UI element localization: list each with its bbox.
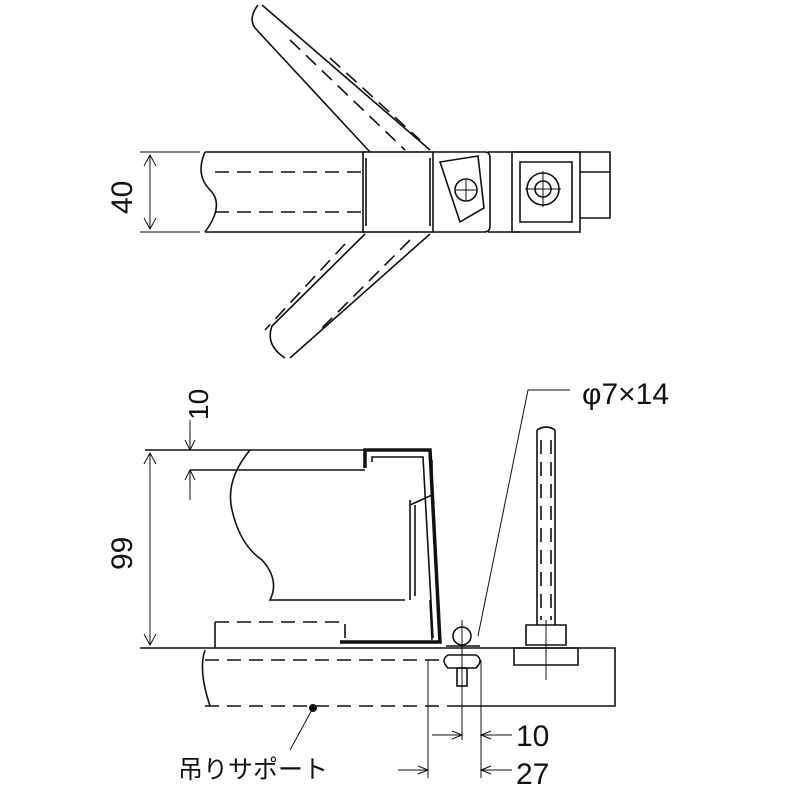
bolt-spec-label: φ7×14 <box>582 378 669 411</box>
support-label: 吊りサポート <box>178 756 328 784</box>
dim-99-label: 99 <box>106 537 139 570</box>
dim-flange-label: 10 <box>183 389 214 420</box>
dim-bolt-offset-label: 10 <box>516 720 549 753</box>
top-view: 40 <box>106 4 611 359</box>
dim-clamp-offset-label: 27 <box>516 758 549 791</box>
dim-40-label: 40 <box>106 181 139 214</box>
side-view: φ7×14 10 99 10 27 吊りサポート <box>106 378 669 791</box>
